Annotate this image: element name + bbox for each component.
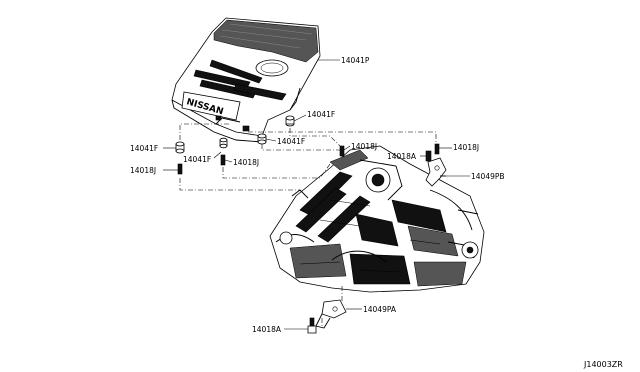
label-bolt-upper: 14018A [387, 152, 417, 161]
label-grommet-center: 14041F [277, 137, 305, 146]
engine-cover: NISSAN [171, 17, 321, 143]
diagram-reference-code: J14003ZR [583, 360, 623, 369]
label-stud-lower: 14018J [233, 158, 259, 167]
label-bolt-lower: 14018A [252, 325, 282, 334]
label-bracket-upper: 14049PB [471, 172, 505, 181]
stud-right [434, 143, 440, 155]
label-cover: 14041P [341, 56, 370, 65]
label-stud-left: 14018J [130, 166, 156, 175]
leader-lines [163, 59, 470, 330]
engine-assembly [269, 145, 485, 293]
stud-lower [220, 154, 226, 166]
stud-center-top [339, 145, 345, 157]
grommet-left [175, 141, 185, 154]
assembly-lines [179, 123, 437, 326]
grommet-lower [219, 137, 228, 149]
label-grommet-right: 14041F [307, 110, 335, 119]
bolt-upper [425, 150, 432, 162]
label-stud-center-top: 14018J [351, 142, 377, 151]
bracket-upper [425, 157, 447, 187]
bracket-lower [315, 299, 347, 329]
label-bracket-lower: 14049PA [363, 305, 397, 314]
label-stud-right: 14018J [453, 143, 479, 152]
bolt-lower [307, 317, 317, 334]
label-grommet-left: 14041F [130, 144, 158, 153]
grommet-center [257, 133, 267, 145]
label-grommet-lower: 14041F [183, 155, 211, 164]
grommet-right [285, 115, 295, 127]
stud-left [177, 163, 183, 175]
